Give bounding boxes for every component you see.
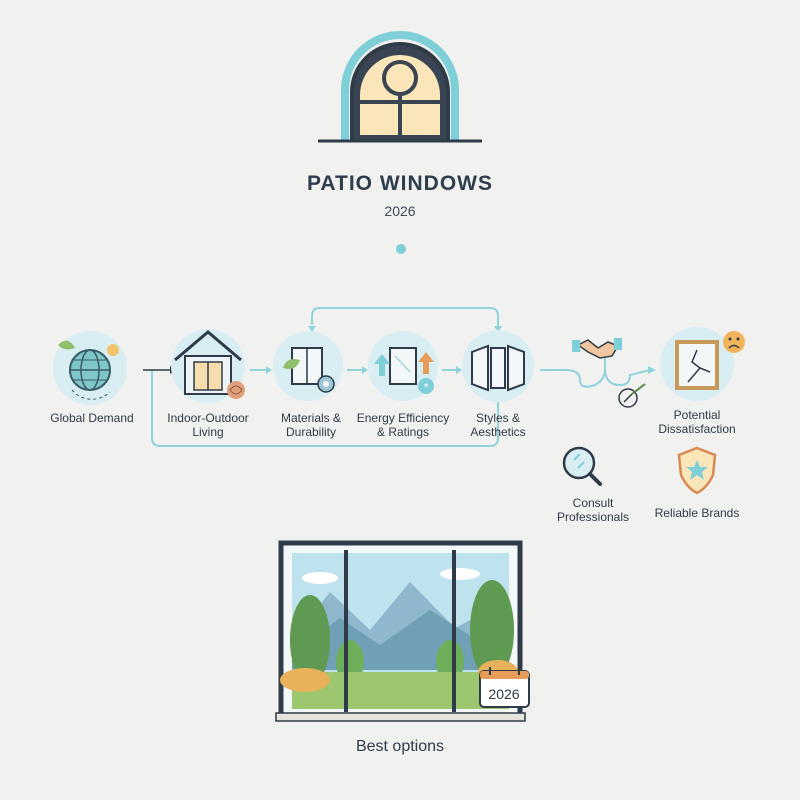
label-materials: Materials & Durability [280, 411, 342, 439]
calendar-year: 2026 [488, 686, 519, 702]
calendar-icon: 2026 [479, 667, 530, 708]
label-potential-dissatisfaction: Potential Dissatisfaction [658, 408, 736, 436]
energy-efficiency-icon: * [368, 331, 438, 401]
label-indoor-outdoor: Indoor-Outdoor Living [167, 411, 249, 439]
label-consult-professionals: Consult Professionals [556, 496, 630, 524]
broken-window-icon [660, 327, 745, 401]
styles-icon [462, 330, 534, 402]
wavy-connector [540, 355, 651, 388]
label-reliable-brands: Reliable Brands [654, 506, 740, 520]
page-title: PATIO WINDOWS [306, 172, 494, 195]
top-loop-connector [311, 307, 499, 326]
magnifier-icon [562, 446, 602, 486]
top-loop-arrow-left [308, 326, 316, 332]
best-options-label: Best options [355, 738, 445, 755]
svg-text:*: * [424, 382, 429, 393]
globe-icon [53, 331, 127, 405]
top-loop-arrow-right [494, 326, 502, 332]
label-global-demand: Global Demand [50, 411, 134, 425]
divider-dot [396, 244, 406, 254]
shield-star-icon [677, 446, 717, 495]
label-energy-efficiency: Energy Efficiency & Ratings [356, 411, 450, 439]
bottom-loop-connector [151, 370, 499, 447]
house-icon [171, 329, 245, 403]
page-year: 2026 [384, 203, 416, 219]
check-circle-icon [618, 383, 646, 408]
label-styles: Styles & Aesthetics [470, 411, 526, 439]
materials-icon [273, 331, 343, 401]
landscape-window [275, 540, 526, 722]
handshake-icon [572, 338, 622, 359]
